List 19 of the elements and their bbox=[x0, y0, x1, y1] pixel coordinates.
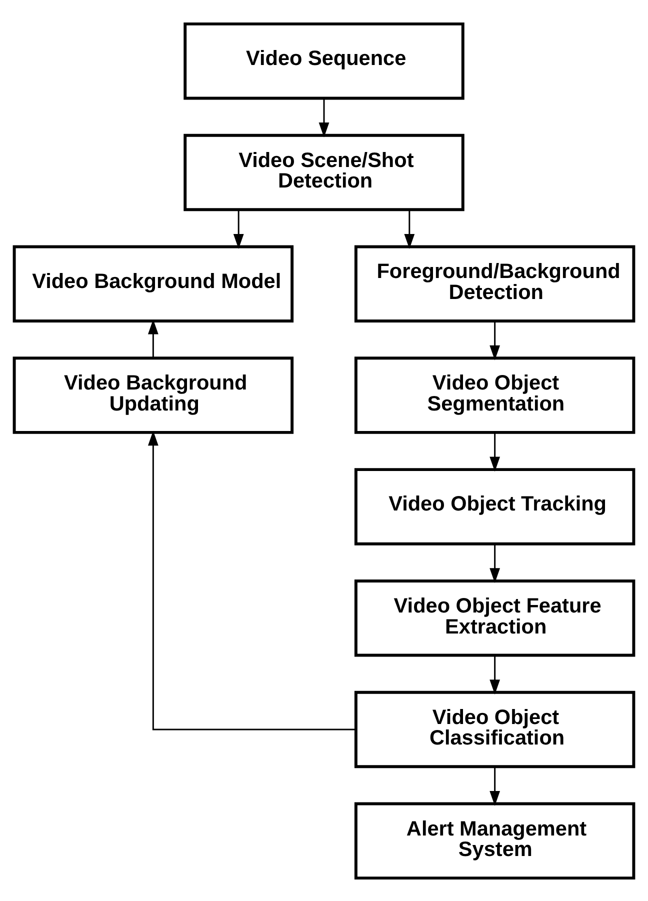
node-box: Video Object Segmentation bbox=[354, 356, 636, 434]
node-box: Video Object Feature Extraction bbox=[354, 579, 636, 656]
arrow bbox=[490, 432, 500, 472]
arrow bbox=[490, 321, 500, 360]
arrow bbox=[233, 210, 244, 248]
node-box: Video Background Updating bbox=[12, 356, 294, 434]
node-box: Video Scene/Shot Detection bbox=[184, 133, 464, 211]
arrow bbox=[490, 655, 500, 694]
arrow bbox=[404, 210, 415, 248]
node-box: Alert Management System bbox=[354, 802, 636, 880]
node-box: Video Object Classification bbox=[354, 690, 636, 768]
arrow bbox=[148, 430, 356, 730]
node-box: Video Sequence bbox=[184, 22, 464, 100]
node-box: Video Object Tracking bbox=[354, 468, 636, 545]
node-box: Foreground/Background Detection bbox=[354, 244, 636, 322]
node-box: Video Background Model bbox=[12, 244, 294, 322]
arrow bbox=[318, 98, 330, 137]
arrow bbox=[490, 766, 500, 806]
arrow bbox=[490, 544, 500, 583]
